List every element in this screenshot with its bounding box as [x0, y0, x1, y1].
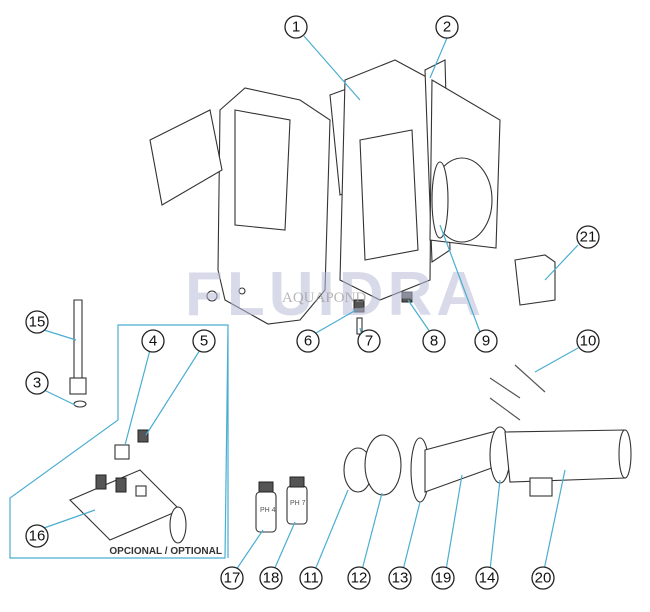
svg-text:2: 2 [443, 19, 451, 36]
callout-5: 5 [192, 329, 216, 353]
ph4-bottle: PH 4 [255, 481, 277, 533]
svg-text:11: 11 [303, 570, 319, 587]
watermark-sub: AQUAPOND [282, 290, 366, 306]
callout-9: 9 [474, 329, 498, 353]
svg-text:13: 13 [392, 570, 409, 587]
svg-text:6: 6 [304, 333, 312, 350]
svg-text:PH 7: PH 7 [290, 500, 306, 507]
callout-20: 20 [531, 566, 555, 590]
manifold [69, 429, 187, 544]
callout-11: 11 [299, 566, 323, 590]
svg-text:7: 7 [365, 333, 373, 350]
svg-text:20: 20 [535, 570, 552, 587]
spring-terminals [489, 364, 546, 421]
housing-box [339, 59, 433, 301]
front-label-sticker [149, 109, 223, 206]
cable-gland [353, 299, 365, 313]
optional-frame [9, 324, 229, 559]
watermark-brand: FLUIDRA [185, 260, 485, 329]
svg-text:8: 8 [430, 333, 438, 350]
svg-text:4: 4 [149, 333, 157, 350]
callout-2: 2 [435, 15, 459, 39]
svg-text:17: 17 [224, 570, 241, 587]
callout-6: 6 [296, 329, 320, 353]
electrolysis-cell [343, 426, 632, 503]
callouts: 1 2 3 4 5 6 7 8 9 10 11 12 13 14 15 16 1… [25, 15, 600, 590]
callout-1: 1 [284, 15, 308, 39]
callout-21: 21 [576, 225, 600, 249]
svg-text:19: 19 [435, 570, 452, 587]
callout-19: 19 [431, 566, 455, 590]
svg-text:1: 1 [292, 19, 300, 36]
svg-text:12: 12 [351, 570, 368, 587]
leader-lines [43, 35, 579, 571]
callout-3: 3 [25, 371, 49, 395]
svg-text:16: 16 [29, 528, 46, 545]
optional-label: OPCIONAL / OPTIONAL [109, 546, 222, 557]
svg-text:5: 5 [200, 333, 208, 350]
callout-14: 14 [475, 566, 499, 590]
callout-18: 18 [259, 566, 283, 590]
callout-10: 10 [576, 329, 600, 353]
front-cover [206, 87, 331, 325]
svg-text:3: 3 [33, 375, 41, 392]
svg-text:15: 15 [29, 314, 46, 331]
svg-text:10: 10 [580, 333, 597, 350]
callout-4: 4 [141, 329, 165, 353]
callout-16: 16 [25, 524, 49, 548]
callout-13: 13 [388, 566, 412, 590]
callout-7: 7 [357, 329, 381, 353]
svg-text:9: 9 [482, 333, 490, 350]
callout-17: 17 [220, 566, 244, 590]
svg-text:PH 4: PH 4 [260, 507, 276, 514]
power-supply-box [514, 254, 556, 306]
svg-text:14: 14 [479, 570, 496, 587]
ph7-bottle: PH 7 [286, 476, 308, 525]
svg-text:21: 21 [580, 229, 597, 246]
callout-12: 12 [347, 566, 371, 590]
svg-text:18: 18 [263, 570, 280, 587]
callout-15: 15 [25, 310, 49, 334]
callout-8: 8 [422, 329, 446, 353]
